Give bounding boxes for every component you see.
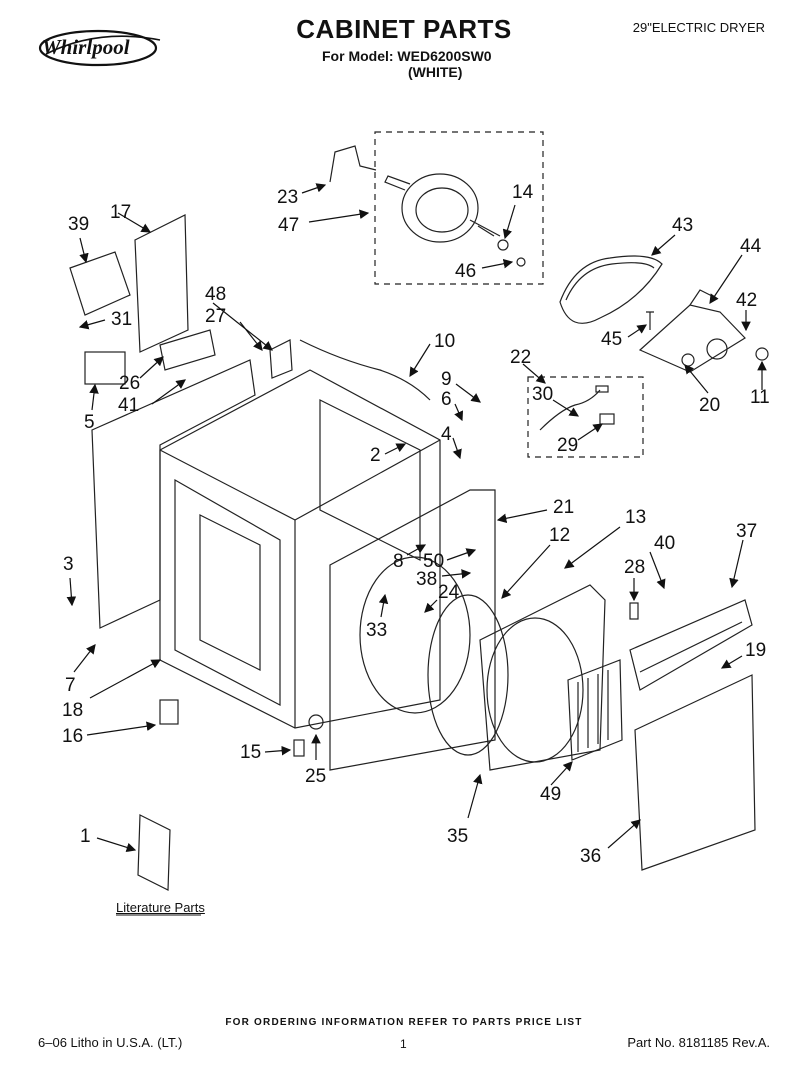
callout: 7 <box>65 675 76 696</box>
callout: 21 <box>553 497 574 518</box>
brand-name: Whirlpool <box>42 35 130 59</box>
door <box>634 674 756 871</box>
drive-motor <box>384 173 526 267</box>
clip-bracket <box>269 339 293 379</box>
callout: 4 <box>441 424 452 445</box>
cabinet <box>159 369 441 729</box>
idler-nut <box>755 347 769 361</box>
callout: 33 <box>366 620 387 641</box>
callout: 20 <box>699 395 720 416</box>
callout: 12 <box>549 525 570 546</box>
idler-spring <box>681 353 695 367</box>
door-catch <box>293 739 305 757</box>
literature-parts-label: Literature Parts <box>116 900 205 915</box>
terminal-block <box>69 251 131 316</box>
harness-box <box>527 376 644 458</box>
callout: 29 <box>557 435 578 456</box>
litho-info: 6–06 Litho in U.S.A. (LT.) <box>38 1035 183 1050</box>
callout: 15 <box>240 742 261 763</box>
callout: 5 <box>84 412 95 433</box>
idler-screw <box>646 311 654 330</box>
callout: 39 <box>68 214 89 235</box>
drive-belt <box>559 255 663 324</box>
motor-bracket <box>329 145 377 183</box>
callout: 46 <box>455 261 476 282</box>
callout: 13 <box>625 507 646 528</box>
clip <box>629 602 639 620</box>
callout: 16 <box>62 726 83 747</box>
whirlpool-logo-mark <box>38 29 161 67</box>
callout: 38 <box>416 569 437 590</box>
ordering-note: FOR ORDERING INFORMATION REFER TO PARTS … <box>225 1017 583 1028</box>
callout: 17 <box>110 202 131 223</box>
callout: 45 <box>601 329 622 350</box>
terminal-block-panel <box>134 214 189 353</box>
color-variant: (WHITE) <box>408 64 463 80</box>
idler-pulley <box>706 338 728 360</box>
front-bulkhead <box>479 584 606 771</box>
callout: 6 <box>441 389 452 410</box>
part-number: Part No. 8181185 Rev.A. <box>627 1035 770 1050</box>
callout: 9 <box>441 369 452 390</box>
callout: 35 <box>447 826 468 847</box>
callout: 42 <box>736 290 757 311</box>
lint-screen <box>567 659 623 761</box>
plug-button <box>308 714 324 730</box>
callout: 36 <box>580 846 601 867</box>
callout: 2 <box>370 445 381 466</box>
access-cover <box>84 351 126 385</box>
callout: 43 <box>672 215 693 236</box>
cord-bracket <box>159 329 216 371</box>
callout: 31 <box>111 309 132 330</box>
callout: 23 <box>277 187 298 208</box>
callout: 22 <box>510 347 531 368</box>
wire-harness <box>539 389 601 431</box>
callout: 18 <box>62 700 83 721</box>
page-title: CABINET PARTS <box>296 14 512 44</box>
callout: 49 <box>540 784 561 805</box>
callout: 25 <box>305 766 326 787</box>
callout: 44 <box>740 236 762 257</box>
product-type: 29"ELECTRIC DRYER <box>632 20 765 35</box>
literature-booklet <box>137 814 171 891</box>
callout: 3 <box>63 554 74 575</box>
rear-panel <box>91 359 256 629</box>
callout: 10 <box>434 331 455 352</box>
callout: 47 <box>278 215 299 236</box>
callout: 40 <box>654 533 675 554</box>
model-line: For Model: WED6200SW0 <box>322 48 492 64</box>
callout-numbers: 23 47 14 46 43 44 42 45 20 11 17 39 48 2… <box>62 182 770 867</box>
callout: 37 <box>736 521 757 542</box>
door-seal <box>427 594 509 756</box>
callout: 27 <box>205 306 226 327</box>
leveling-leg <box>159 699 179 725</box>
callout: 19 <box>745 640 766 661</box>
callout: 41 <box>118 395 139 416</box>
page-number: 1 <box>400 1037 407 1051</box>
callout: 30 <box>532 384 553 405</box>
console <box>629 599 753 691</box>
top-harness <box>299 339 431 401</box>
callout: 50 <box>423 551 444 572</box>
whirlpool-logo <box>38 26 168 70</box>
idler-bracket <box>638 304 746 373</box>
callout: 28 <box>624 557 645 578</box>
callout: 24 <box>438 582 460 603</box>
callout: 8 <box>393 551 404 572</box>
callout: 26 <box>119 373 140 394</box>
callout: 48 <box>205 284 226 305</box>
callout: 11 <box>750 387 770 408</box>
callout: 1 <box>80 826 91 847</box>
motor-assembly-box <box>374 131 544 285</box>
callout: 14 <box>512 182 534 203</box>
